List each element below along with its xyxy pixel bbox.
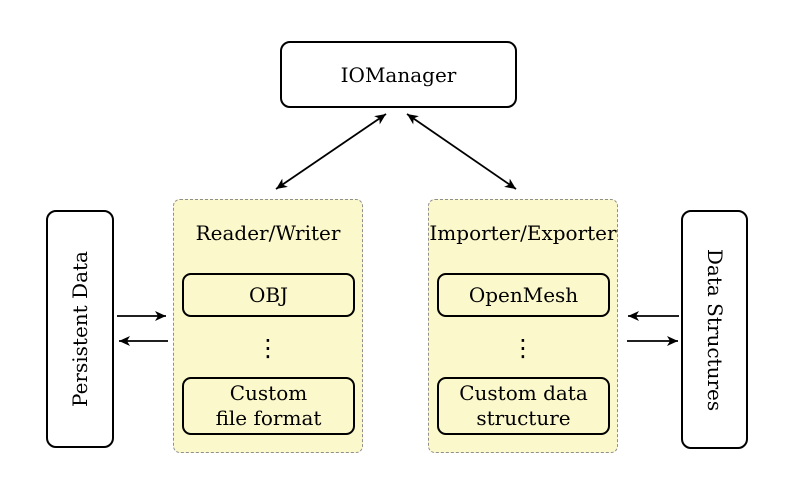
custom-file-format-label: Custom file format (215, 381, 322, 430)
reader-writer-title: Reader/Writer (195, 221, 341, 245)
persistent-data-label: Persistent Data (68, 251, 92, 407)
obj-node: OBJ (182, 273, 355, 317)
openmesh-node: OpenMesh (437, 273, 610, 317)
iomanager-label: IOManager (340, 62, 457, 87)
data-structures-label: Data Structures (702, 248, 727, 411)
importer-exporter-group: Importer/Exporter OpenMesh ⋮ Custom data… (428, 199, 618, 453)
arrow-iomanager-readerwriter (275, 113, 387, 190)
vertical-ellipsis-icon: ⋮ (256, 334, 280, 362)
data-structures-node: Data Structures (681, 210, 748, 449)
custom-file-format-node: Custom file format (182, 377, 355, 435)
custom-data-structure-label: Custom data structure (459, 381, 588, 430)
arrow-iomanager-importerexporter (406, 113, 517, 190)
persistent-data-node: Persistent Data (46, 210, 114, 448)
reader-writer-group: Reader/Writer OBJ ⋮ Custom file format (173, 199, 363, 453)
obj-label: OBJ (248, 282, 289, 307)
importer-exporter-title: Importer/Exporter (429, 221, 617, 245)
vertical-ellipsis-icon: ⋮ (511, 334, 535, 362)
iomanager-node: IOManager (280, 41, 517, 108)
custom-data-structure-node: Custom data structure (437, 377, 610, 435)
openmesh-label: OpenMesh (468, 282, 579, 307)
